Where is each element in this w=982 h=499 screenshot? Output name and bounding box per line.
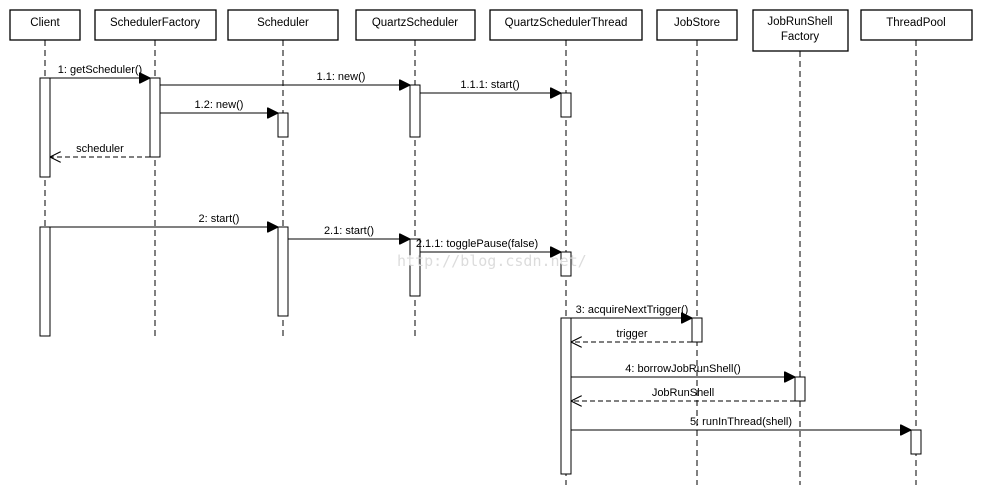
message-label: 5: runInThread(shell) <box>690 416 792 428</box>
participant-box <box>489 9 643 41</box>
activation-bar-quartzscheduler <box>409 84 421 138</box>
participant-box <box>94 9 217 41</box>
message-label: 2: start() <box>199 213 240 225</box>
message-m1: 1: getScheduler() <box>50 64 150 78</box>
message-r1: scheduler <box>50 143 150 157</box>
participant-box <box>860 9 973 41</box>
activation-bar-threadpool <box>910 429 922 455</box>
participant-label: QuartzSchedulerThread <box>505 17 628 29</box>
message-m2-1: 2.1: start() <box>288 225 410 239</box>
participant-label: JobRunShell <box>767 16 832 28</box>
participant-box <box>355 9 476 41</box>
message-label: 4: borrowJobRunShell() <box>625 363 741 375</box>
activation-bar-schedulerfactory <box>149 77 161 158</box>
message-label: scheduler <box>76 143 124 155</box>
message-m1-1: 1.1: new() <box>160 71 410 85</box>
participant-label: ThreadPool <box>886 17 945 29</box>
participant-label: SchedulerFactory <box>110 17 200 29</box>
message-label: 1.1.1: start() <box>460 79 519 91</box>
participant-box <box>752 9 849 52</box>
message-m2: 2: start() <box>50 213 278 227</box>
message-r4: JobRunShell <box>571 387 795 401</box>
message-label: 2.1: start() <box>324 225 374 237</box>
activation-bar-scheduler <box>277 226 289 317</box>
participant-threadpool: ThreadPool <box>860 9 973 41</box>
activation-bar-quartzschedulerthread <box>560 317 572 475</box>
activation-bar-client <box>39 226 51 337</box>
message-label: 1.2: new() <box>195 99 244 111</box>
participant-client: Client <box>9 9 81 41</box>
participant-box <box>9 9 81 41</box>
participant-label: QuartzScheduler <box>372 17 458 29</box>
participant-quartzschedulerthread: QuartzSchedulerThread <box>489 9 643 41</box>
message-label: JobRunShell <box>652 387 714 399</box>
participant-label: Factory <box>781 31 820 43</box>
watermark: http://blog.csdn.net/ <box>397 252 587 270</box>
message-label: 1: getScheduler() <box>58 64 142 76</box>
message-m1-1-1: 1.1.1: start() <box>420 79 561 93</box>
activation-bar-quartzscheduler <box>409 238 421 297</box>
participant-label: Scheduler <box>257 17 309 29</box>
message-r3: trigger <box>571 328 692 342</box>
activation-bar-quartzschedulerthread <box>560 92 572 118</box>
activation-bar-quartzschedulerthread <box>560 251 572 277</box>
activation-bar-jobrunshellfactory <box>794 376 806 402</box>
participant-jobstore: JobStore <box>656 9 738 41</box>
participant-label: JobStore <box>674 17 720 29</box>
participant-box <box>656 9 738 41</box>
participant-quartzscheduler: QuartzScheduler <box>355 9 476 41</box>
participant-schedulerfactory: SchedulerFactory <box>94 9 217 41</box>
message-label: trigger <box>616 328 648 340</box>
participant-scheduler: Scheduler <box>227 9 339 41</box>
message-label: 2.1.1: togglePause(false) <box>416 238 538 250</box>
participant-box <box>227 9 339 41</box>
activation-bar-client <box>39 77 51 178</box>
message-label: 3: acquireNextTrigger() <box>576 304 689 316</box>
message-m1-2: 1.2: new() <box>160 99 278 113</box>
message-m5: 5: runInThread(shell) <box>571 416 911 430</box>
activation-bar-jobstore <box>691 317 703 343</box>
activation-bar-scheduler <box>277 112 289 138</box>
message-m4: 4: borrowJobRunShell() <box>571 363 795 377</box>
message-m3: 3: acquireNextTrigger() <box>571 304 692 318</box>
participant-label: Client <box>30 17 60 29</box>
message-label: 1.1: new() <box>317 71 366 83</box>
message-m2-1-1: 2.1.1: togglePause(false) <box>416 238 561 252</box>
